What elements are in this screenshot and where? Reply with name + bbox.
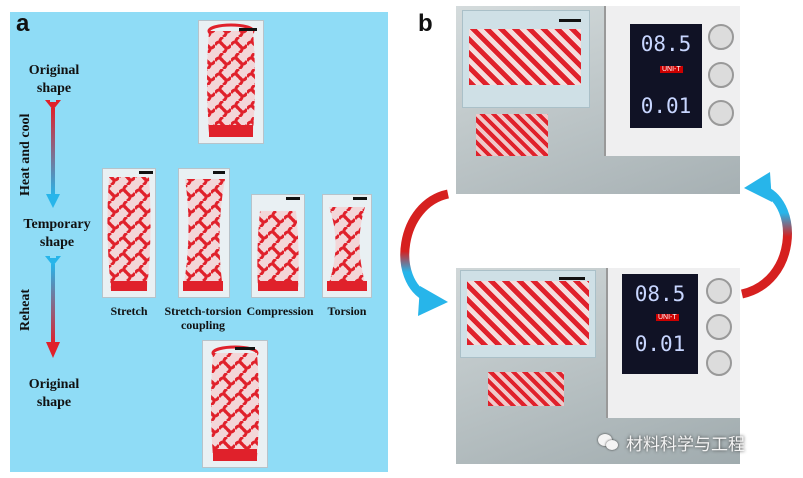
- power-supply-display: 08.5 0.01 UNI-T: [630, 24, 702, 128]
- original-shape-bottom-line1: Original: [28, 377, 80, 392]
- scale-bar: [235, 347, 255, 350]
- circuit-inset-top: [462, 10, 590, 108]
- voltage-readout: 08.5: [634, 282, 686, 306]
- scale-bar: [559, 19, 581, 22]
- power-supply-bottom: 08.5 0.01 UNI-T: [606, 268, 740, 418]
- cycle-arrow-right: [740, 172, 792, 299]
- wechat-icon: [598, 433, 620, 452]
- power-supply-top: 08.5 0.01 UNI-T: [604, 6, 740, 156]
- original-shape-top-line1: Original: [28, 63, 80, 78]
- panel-a-label: a: [16, 10, 30, 37]
- heat-and-cool-label: Heat and cool: [18, 113, 33, 197]
- arrow-head: [418, 286, 448, 316]
- circuit-photo-top: 08.5 0.01 UNI-T: [456, 6, 740, 194]
- stretch-label: Stretch: [110, 304, 148, 318]
- reheat-arrow: [45, 256, 61, 358]
- scale-bar: [353, 197, 367, 200]
- heat-cool-arrow: [45, 100, 61, 208]
- stretch-tube-photo: [102, 168, 156, 298]
- temporary-shape-line1: Temporary: [23, 217, 91, 232]
- current-readout: 0.01: [640, 94, 692, 118]
- process-arrows: [45, 100, 61, 358]
- original-shape-bottom-label: Original shape: [14, 376, 94, 412]
- lattice-circuit: [469, 29, 581, 85]
- control-knob: [706, 314, 732, 340]
- compression-label: Compression: [246, 304, 314, 318]
- control-knob: [706, 350, 732, 376]
- lattice-circuit: [476, 114, 548, 156]
- panel-b-label: b: [418, 10, 433, 37]
- original-shape-bottom-line2: shape: [36, 395, 72, 410]
- lattice-tube: [327, 207, 367, 291]
- scale-bar: [559, 277, 585, 280]
- lattice-tube: [257, 211, 299, 291]
- watermark: 材料科学与工程: [598, 430, 745, 455]
- brand-logo: UNI-T: [660, 66, 683, 73]
- reheat-label: Reheat: [18, 289, 33, 331]
- stretch-torsion-label: Stretch-torsion coupling: [158, 304, 248, 332]
- circuit-inset-bottom: [460, 270, 596, 358]
- stretch-torsion-line2: coupling: [180, 318, 225, 332]
- brand-logo: UNI-T: [656, 314, 679, 321]
- lattice-tube: [183, 179, 225, 291]
- power-supply-display: 08.5 0.01 UNI-T: [622, 274, 698, 374]
- watermark-text: 材料科学与工程: [626, 435, 745, 455]
- original-tube-photo-top: [198, 20, 264, 144]
- torsion-tube-photo: [322, 194, 372, 298]
- scale-bar: [286, 197, 300, 200]
- control-knob: [708, 24, 734, 50]
- control-knob: [706, 278, 732, 304]
- temporary-shape-line2: shape: [39, 235, 75, 250]
- stretch-torsion-tube-photo: [178, 168, 230, 298]
- lattice-tube: [207, 23, 255, 137]
- torsion-label: Torsion: [327, 304, 367, 318]
- voltage-readout: 08.5: [640, 32, 692, 56]
- lattice-tube: [107, 177, 151, 291]
- stretch-torsion-line1: Stretch-torsion: [164, 304, 242, 318]
- original-shape-top-line2: shape: [36, 81, 72, 96]
- lattice-circuit: [467, 281, 589, 345]
- arrow-head: [744, 172, 772, 202]
- original-shape-top-label: Original shape: [14, 62, 94, 98]
- cycle-arrow-left: [400, 189, 450, 316]
- lattice-tube: [211, 345, 259, 461]
- scale-bar: [139, 171, 153, 174]
- control-knob: [708, 62, 734, 88]
- original-tube-photo-bottom: [202, 340, 268, 468]
- scale-bar: [213, 171, 225, 174]
- temporary-shape-label: Temporary shape: [12, 216, 102, 252]
- current-readout: 0.01: [634, 332, 686, 356]
- circuit-photo-bottom: 08.5 0.01 UNI-T: [456, 268, 740, 464]
- lattice-circuit: [488, 372, 564, 406]
- scale-bar: [239, 28, 257, 31]
- control-knob: [708, 100, 734, 126]
- compression-tube-photo: [251, 194, 305, 298]
